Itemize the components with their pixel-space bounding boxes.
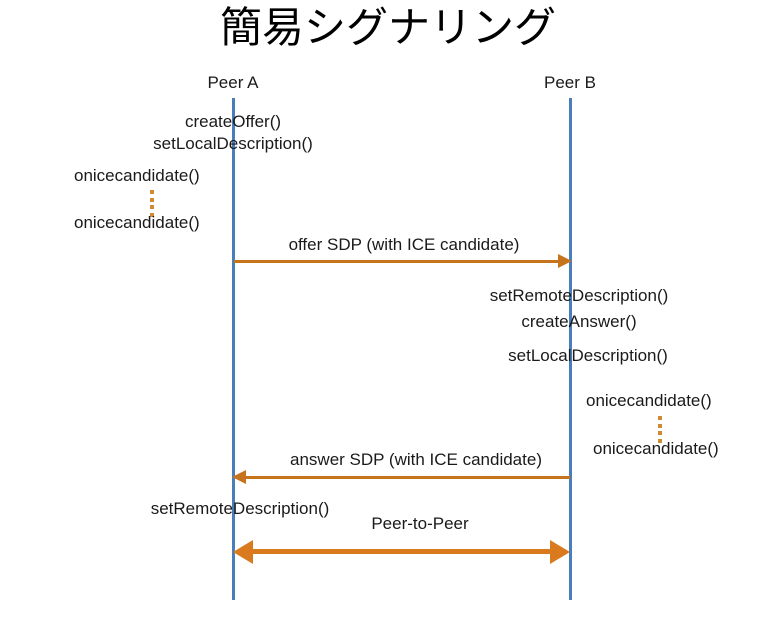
message-arrowhead-peer-to-peer-left (233, 540, 253, 564)
message-arrowhead-answer-sdp (232, 470, 246, 484)
peer-b-step-set-local-description: setLocalDescription() (508, 346, 668, 365)
peer-a-step-onicecandidate-second: onicecandidate() (74, 213, 200, 232)
peer-a-step-set-remote-description: setRemoteDescription() (150, 499, 330, 518)
message-line-offer-sdp (234, 260, 564, 263)
peer-a-step-onicecandidate-first: onicecandidate() (74, 166, 200, 185)
message-line-answer-sdp (245, 476, 570, 479)
message-arrowhead-peer-to-peer-right (550, 540, 570, 564)
message-line-peer-to-peer (252, 549, 550, 554)
peer-b-step-set-remote-description: setRemoteDescription() (489, 286, 669, 305)
page-title: 簡易シグナリング (219, 4, 556, 51)
message-label-offer-sdp: offer SDP (with ICE candidate) (288, 235, 520, 254)
lifeline-peer-a (232, 98, 235, 600)
peer-a-onicecandidate-continuation-dots (150, 190, 154, 217)
peer-a-step-create-offer: createOffer() (184, 112, 282, 131)
participant-label-peer-b: Peer B (544, 73, 596, 92)
message-label-answer-sdp: answer SDP (with ICE candidate) (290, 450, 542, 469)
peer-b-step-onicecandidate-second: onicecandidate() (593, 439, 719, 458)
message-arrowhead-offer-sdp (558, 254, 572, 268)
lifeline-peer-b (569, 98, 572, 600)
participant-label-peer-a: Peer A (207, 73, 259, 92)
peer-a-step-set-local-description: setLocalDescription() (153, 134, 313, 153)
peer-b-step-onicecandidate-first: onicecandidate() (586, 391, 712, 410)
peer-b-step-create-answer: createAnswer() (521, 312, 637, 331)
message-label-peer-to-peer: Peer-to-Peer (371, 514, 469, 533)
peer-b-onicecandidate-continuation-dots (658, 416, 662, 443)
